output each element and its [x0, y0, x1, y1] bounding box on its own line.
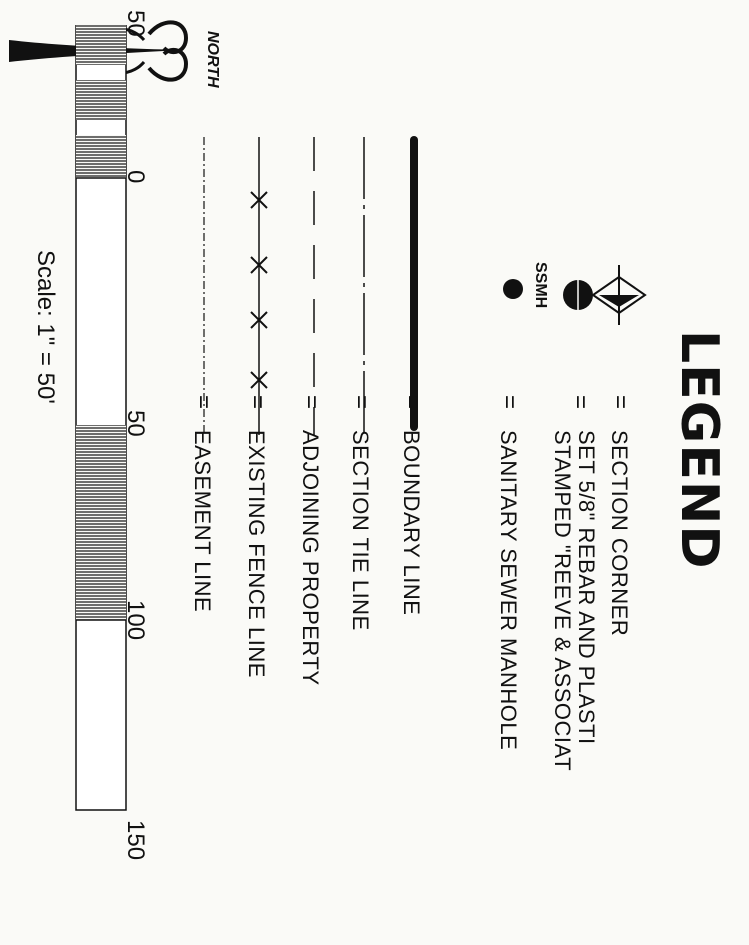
equals-sign: =: [244, 395, 271, 410]
legend-label-easement-line: EASEMENT LINE: [190, 430, 215, 613]
legend-label-adjoining-property: ADJOINING PROPERTY: [298, 430, 323, 686]
equals-sign: =: [348, 395, 375, 410]
equals-sign: =: [607, 395, 634, 410]
legend-label-sanitary-manhole: SANITARY SEWER MANHOLE: [496, 430, 521, 751]
north-label: NORTH: [204, 31, 221, 88]
scale-label: Scale: 1" = 50': [32, 250, 59, 404]
adjoining-property-symbol: [313, 137, 315, 435]
scale-tick-label: 150: [122, 820, 149, 861]
scale-tick-label: 50: [122, 10, 149, 37]
legend-title: LEGEND: [669, 330, 729, 570]
legend-label-set-rebar-line2: STAMPED "REEVE & ASSOCIAT: [550, 430, 575, 772]
ssmh-label: SSMH: [532, 262, 549, 309]
legend-label-set-rebar: SET 5/8" REBAR AND PLASTI: [574, 430, 599, 745]
legend-label-section-tie-line: SECTION TIE LINE: [348, 430, 373, 631]
boundary-line-symbol: [410, 136, 418, 431]
rebar-circle-icon: [563, 280, 593, 310]
section-tie-line-symbol: [363, 137, 365, 435]
equals-sign: =: [399, 395, 426, 410]
scale-tick-label: 100: [122, 600, 149, 641]
legend-label-section-corner: SECTION CORNER: [607, 430, 632, 637]
section-corner-icon: [591, 265, 647, 325]
equals-sign: =: [496, 395, 523, 410]
easement-line-symbol: [203, 137, 205, 435]
legend-label-existing-fence-line: EXISTING FENCE LINE: [244, 430, 269, 678]
fence-line-symbol: [250, 137, 268, 435]
scale-tick-label: 0: [122, 170, 149, 184]
equals-sign: =: [298, 395, 325, 410]
scale-bar: [75, 25, 127, 811]
equals-sign: =: [567, 395, 594, 410]
equals-sign: =: [190, 395, 217, 410]
manhole-icon: [503, 279, 523, 299]
scale-tick-label: 50: [122, 410, 149, 437]
legend-label-boundary-line: BOUNDARY LINE: [399, 430, 424, 616]
